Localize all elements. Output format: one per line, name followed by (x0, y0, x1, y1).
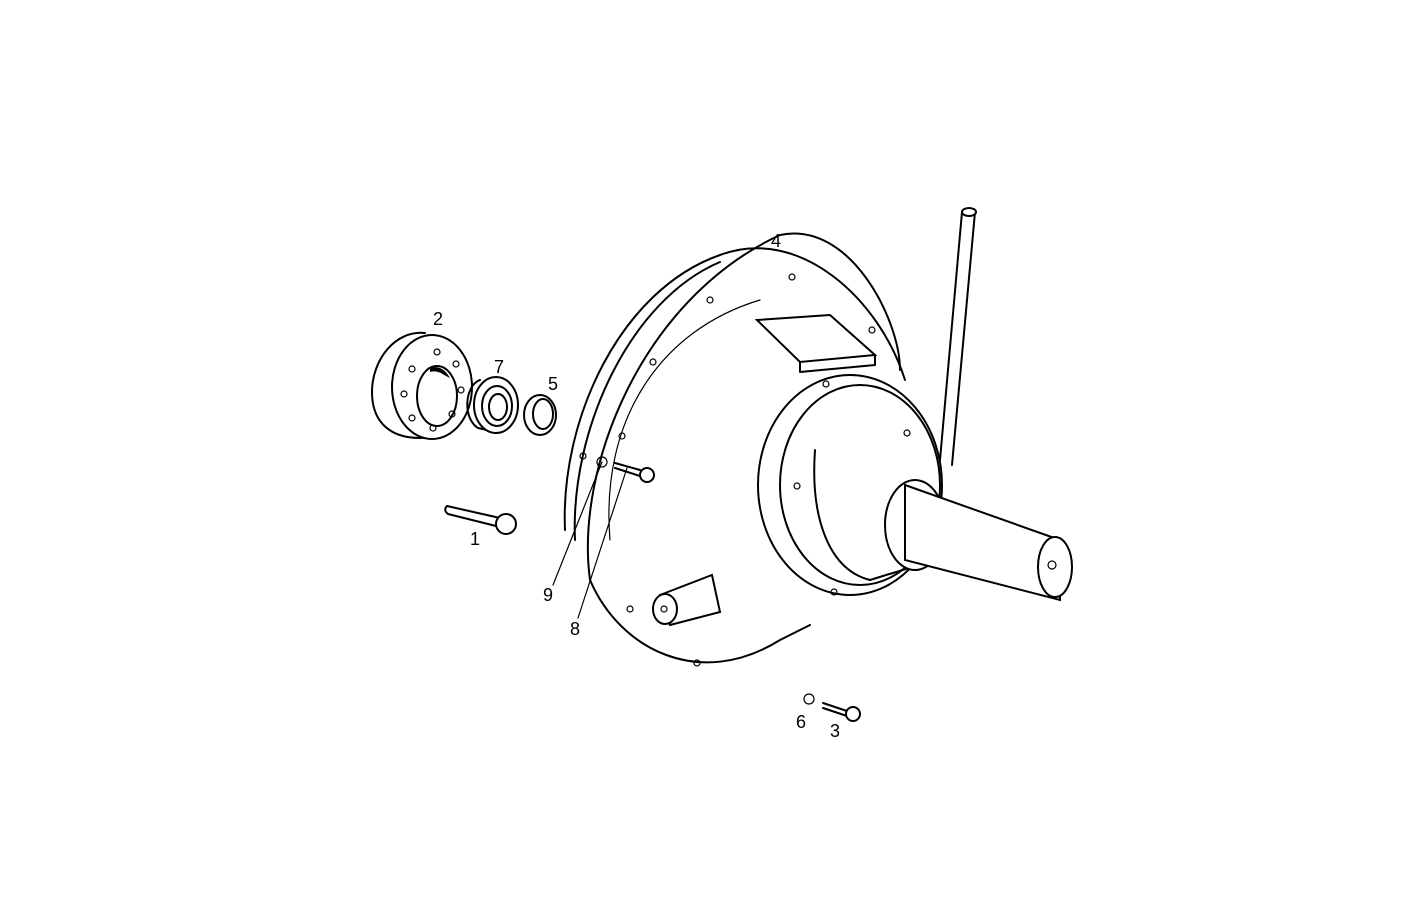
bearing-part (466, 376, 519, 434)
bolt-washer-parts (552, 456, 655, 619)
callout-4: 4 (771, 231, 782, 251)
housing-part (563, 207, 1073, 667)
flange-hub-part (371, 331, 473, 440)
bolt-washer-parts-lower (803, 693, 861, 722)
long-bolt-part (444, 505, 517, 535)
callout-8: 8 (570, 619, 581, 639)
callout-1: 1 (470, 529, 481, 549)
callout-6: 6 (796, 712, 807, 732)
ring-part (523, 394, 557, 436)
callout-3: 3 (830, 721, 841, 741)
callout-7: 7 (494, 357, 505, 377)
callout-5: 5 (548, 374, 559, 394)
callout-9: 9 (543, 585, 554, 605)
callout-2: 2 (433, 309, 444, 329)
